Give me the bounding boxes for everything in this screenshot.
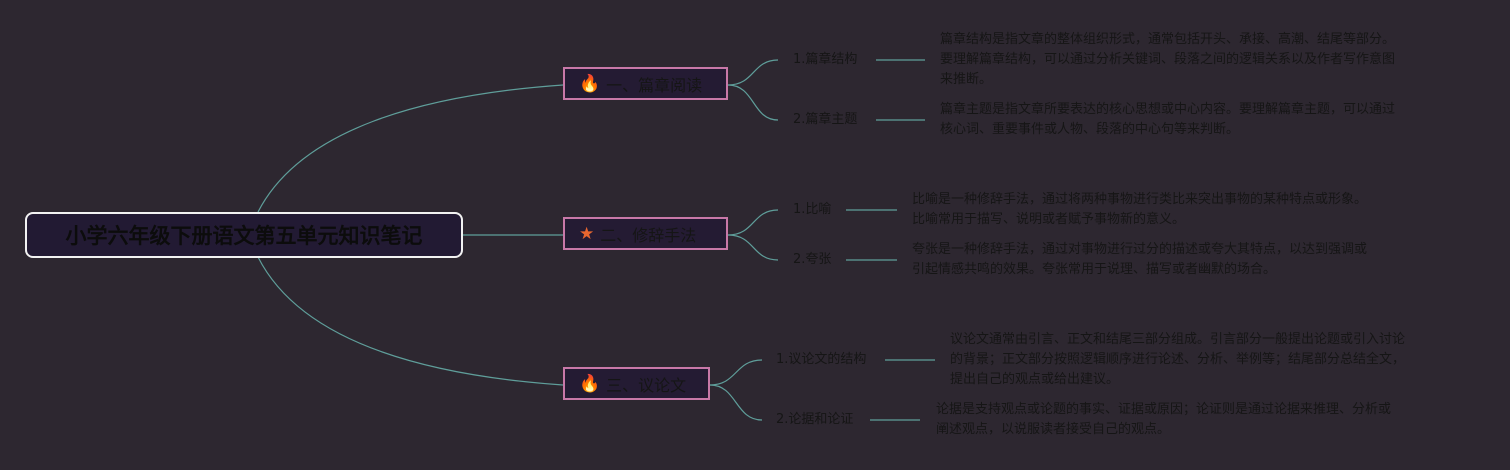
link-b3-leaf2 bbox=[709, 384, 763, 421]
desc-line: 篇章主题是指文章所要表达的核心思想或中心内容。要理解篇章主题，可以通过 bbox=[940, 102, 1396, 117]
root-topic[interactable]: 小学六年级下册语文第五单元知识笔记 bbox=[25, 212, 463, 258]
link-root-branch3 bbox=[257, 256, 564, 386]
link-b2-leaf1 bbox=[727, 209, 779, 236]
desc-line: 提出自己的观点或给出建议。 bbox=[950, 372, 1120, 387]
desc-line: 引起情感共鸣的效果。夸张常用于说理、描写或者幽默的场合。 bbox=[912, 262, 1277, 277]
desc-line: 论据是支持观点或论题的事实、证据或原因；论证则是通过论据来推理、分析或 bbox=[936, 402, 1392, 417]
desc-line: 比喻是一种修辞手法，通过将两种事物进行类比来突出事物的某种特点或形象。 bbox=[912, 192, 1368, 207]
leaf-metaphor[interactable]: 1.比喻 bbox=[793, 202, 832, 217]
leaf-essay-structure[interactable]: 1.议论文的结构 bbox=[776, 352, 867, 367]
branch-label: 二、修辞手法 bbox=[600, 225, 697, 245]
desc-line: 要理解篇章结构，可以通过分析关键词、段落之间的逻辑关系以及作者写作意图 bbox=[940, 52, 1396, 67]
branch-chapter-reading[interactable]: 🔥一、篇章阅读 bbox=[563, 67, 728, 100]
link-b1-leaf1 bbox=[727, 59, 779, 86]
desc-line: 篇章结构是指文章的整体组织形式，通常包括开头、承接、高潮、结尾等部分。 bbox=[940, 32, 1396, 47]
desc-line: 比喻常用于描写、说明或者赋予事物新的意义。 bbox=[912, 212, 1186, 227]
link-root-branch1 bbox=[257, 84, 564, 213]
desc-line: 阐述观点，以说服读者接受自己的观点。 bbox=[936, 422, 1171, 437]
desc-line: 夸张是一种修辞手法，通过对事物进行过分的描述或夸大其特点，以达到强调或 bbox=[912, 242, 1368, 257]
link-b2-leaf2 bbox=[727, 234, 779, 261]
desc-structure: 篇章结构是指文章的整体组织形式，通常包括开头、承接、高潮、结尾等部分。 要理解篇… bbox=[940, 30, 1395, 90]
leaf-hyperbole[interactable]: 2.夸张 bbox=[793, 252, 832, 267]
root-title: 小学六年级下册语文第五单元知识笔记 bbox=[65, 224, 423, 248]
fire-icon: 🔥 bbox=[579, 373, 601, 394]
branch-rhetoric[interactable]: ★二、修辞手法 bbox=[563, 217, 728, 250]
fire-icon: 🔥 bbox=[579, 73, 601, 94]
branch-label: 三、议论文 bbox=[606, 375, 687, 395]
desc-metaphor: 比喻是一种修辞手法，通过将两种事物进行类比来突出事物的某种特点或形象。 比喻常用… bbox=[912, 190, 1367, 230]
desc-line: 来推断。 bbox=[940, 72, 993, 87]
link-b3-leaf1 bbox=[709, 359, 763, 386]
desc-hyperbole: 夸张是一种修辞手法，通过对事物进行过分的描述或夸大其特点，以达到强调或 引起情感… bbox=[912, 240, 1367, 280]
branch-label: 一、篇章阅读 bbox=[606, 75, 703, 95]
link-b1-leaf2 bbox=[727, 84, 779, 121]
desc-theme: 篇章主题是指文章所要表达的核心思想或中心内容。要理解篇章主题，可以通过 核心词、… bbox=[940, 100, 1395, 140]
desc-evidence: 论据是支持观点或论题的事实、证据或原因；论证则是通过论据来推理、分析或 阐述观点… bbox=[936, 400, 1391, 440]
leaf-structure[interactable]: 1.篇章结构 bbox=[793, 52, 858, 67]
star-icon: ★ bbox=[579, 223, 595, 244]
desc-line: 核心词、重要事件或人物、段落的中心句等来判断。 bbox=[940, 122, 1240, 137]
leaf-theme[interactable]: 2.篇章主题 bbox=[793, 112, 858, 127]
desc-essay-structure: 议论文通常由引言、正文和结尾三部分组成。引言部分一般提出论题或引入讨论 的背景；… bbox=[950, 330, 1405, 390]
desc-line: 议论文通常由引言、正文和结尾三部分组成。引言部分一般提出论题或引入讨论 bbox=[950, 332, 1406, 347]
desc-line: 的背景；正文部分按照逻辑顺序进行论述、分析、举例等；结尾部分总结全文， bbox=[950, 352, 1406, 367]
leaf-evidence[interactable]: 2.论据和论证 bbox=[776, 412, 854, 427]
branch-argumentative[interactable]: 🔥三、议论文 bbox=[563, 367, 710, 400]
